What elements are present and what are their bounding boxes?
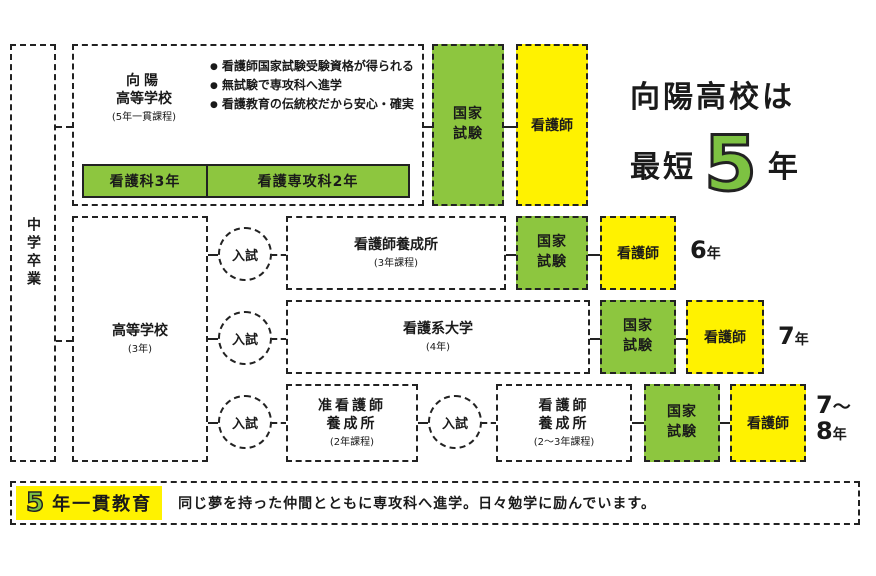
nurse-label: 看護師 <box>617 246 659 262</box>
koyo-feature-list: 看護師国家試験受験資格が得られる 無試験で専攻科へ進学 看護教育の伝統校だから安… <box>210 58 420 114</box>
route-a-years-unit: 年 <box>706 246 721 262</box>
connector <box>208 338 218 340</box>
koyo-name-line1: 向陽 <box>126 73 162 89</box>
high-school-years: (3年) <box>127 344 153 356</box>
nursing-university-sub: (4年) <box>425 342 451 354</box>
nurse-label: 看護師 <box>704 330 746 346</box>
national-exam-box: 国家試験 <box>644 384 720 462</box>
nursing-school-box-2: 看護師 養成所 (2〜3年課程) <box>496 384 632 462</box>
nurse-label: 看護師 <box>531 118 573 134</box>
headline-line1: 向陽高校は <box>630 80 795 115</box>
national-exam-box: 国家試験 <box>516 216 588 290</box>
koyo-feature-item: 看護師国家試験受験資格が得られる <box>210 58 420 75</box>
connector <box>676 338 686 340</box>
connector <box>506 254 516 256</box>
program-advanced-2y: 看護専攻科2年 <box>257 174 359 190</box>
assoc-nursing-school-line2: 養成所 <box>326 416 378 432</box>
connector <box>632 422 644 424</box>
route-c-tilde: 〜 <box>832 397 851 418</box>
koyo-course: (5年一貫課程) <box>111 112 177 124</box>
bottom-banner-label-text: 年一貫教育 <box>52 494 153 515</box>
nursing-school-2-line1: 看護師 <box>538 397 590 414</box>
route-b-years-num: 7 <box>778 322 795 350</box>
national-exam-label: 国家試験 <box>667 404 697 440</box>
junior-high-label: 中学卒業 <box>25 217 41 289</box>
high-school-box: 高等学校 (3年) <box>72 216 208 462</box>
nurse-box: 看護師 <box>730 384 806 462</box>
route-a-years-num: 6 <box>690 236 707 264</box>
bottom-banner: 5 年一貫教育 同じ夢を持った仲間とともに専攻科へ進学。日々勉学に励んでいます。 <box>10 481 860 525</box>
nursing-school-sub: (3年課程) <box>373 258 419 270</box>
nursing-school-name: 看護師養成所 <box>354 236 438 253</box>
connector <box>208 422 218 424</box>
entrance-exam-circle: 入試 <box>218 395 272 449</box>
connector <box>720 422 730 424</box>
entrance-exam-circle: 入試 <box>428 395 482 449</box>
bottom-banner-number: 5 <box>25 487 47 519</box>
headline-five: 5 <box>703 119 760 208</box>
connector <box>272 422 286 424</box>
koyo-feature-item: 無試験で専攻科へ進学 <box>210 77 420 94</box>
headline-shortest: 最短 <box>630 150 696 185</box>
nursing-school-2-sub: (2〜3年課程) <box>533 437 595 449</box>
koyo-feature-item: 看護教育の伝統校だから安心・確実 <box>210 96 420 113</box>
headline: 向陽高校は 最短 5 年 <box>630 72 850 208</box>
headline-year-unit: 年 <box>767 150 801 185</box>
nursing-school-box: 看護師養成所 (3年課程) <box>286 216 506 290</box>
national-exam-label: 国家試験 <box>537 234 567 270</box>
bottom-banner-label: 5 年一貫教育 <box>16 486 163 520</box>
nursing-university-name: 看護系大学 <box>403 320 473 337</box>
connector <box>424 126 432 128</box>
nurse-label: 看護師 <box>747 416 789 432</box>
connector <box>588 254 600 256</box>
koyo-program-bar: 看護科3年 看護専攻科2年 <box>82 164 410 198</box>
nurse-box: 看護師 <box>600 216 676 290</box>
connector <box>504 126 516 128</box>
connector <box>208 254 218 256</box>
route-b-years: 7年 <box>778 322 809 350</box>
connector <box>272 338 286 340</box>
nurse-box: 看護師 <box>686 300 764 374</box>
route-a-years: 6年 <box>690 236 721 264</box>
national-exam-box: 国家試験 <box>600 300 676 374</box>
national-exam-box: 国家試験 <box>432 44 504 206</box>
headline-line2: 最短 5 年 <box>630 119 850 208</box>
program-nursing-3y: 看護科3年 <box>84 166 208 196</box>
connector <box>56 126 72 128</box>
route-b-years-unit: 年 <box>794 332 809 348</box>
entrance-exam-circle: 入試 <box>218 227 272 281</box>
high-school-name: 高等学校 <box>112 322 168 339</box>
entrance-exam-circle: 入試 <box>218 311 272 365</box>
junior-high-graduation-box: 中学卒業 <box>10 44 56 462</box>
koyo-name-block: 向陽 高等学校 (5年一貫課程) <box>90 72 198 124</box>
national-exam-label: 国家試験 <box>623 318 653 354</box>
route-c-years-num-1: 7 <box>816 391 833 419</box>
route-c-years: 7〜 8年 <box>816 392 851 445</box>
nursing-university-box: 看護系大学 (4年) <box>286 300 590 374</box>
route-c-years-num-2: 8 <box>816 417 833 446</box>
bottom-banner-text: 同じ夢を持った仲間とともに専攻科へ進学。日々勉学に励んでいます。 <box>178 496 656 512</box>
connector <box>482 422 496 424</box>
route-c-years-unit: 年 <box>832 427 847 444</box>
assoc-nursing-school-line1: 准看護師 <box>318 397 386 414</box>
connector <box>56 340 72 342</box>
nursing-school-2-line2: 養成所 <box>538 416 590 432</box>
koyo-name-line2: 高等学校 <box>116 91 172 108</box>
connector <box>272 254 286 256</box>
connector <box>590 338 600 340</box>
assoc-nursing-school-box: 准看護師 養成所 (2年課程) <box>286 384 418 462</box>
connector <box>418 422 428 424</box>
national-exam-label: 国家試験 <box>453 106 483 142</box>
nurse-box: 看護師 <box>516 44 588 206</box>
assoc-nursing-school-sub: (2年課程) <box>329 437 375 449</box>
